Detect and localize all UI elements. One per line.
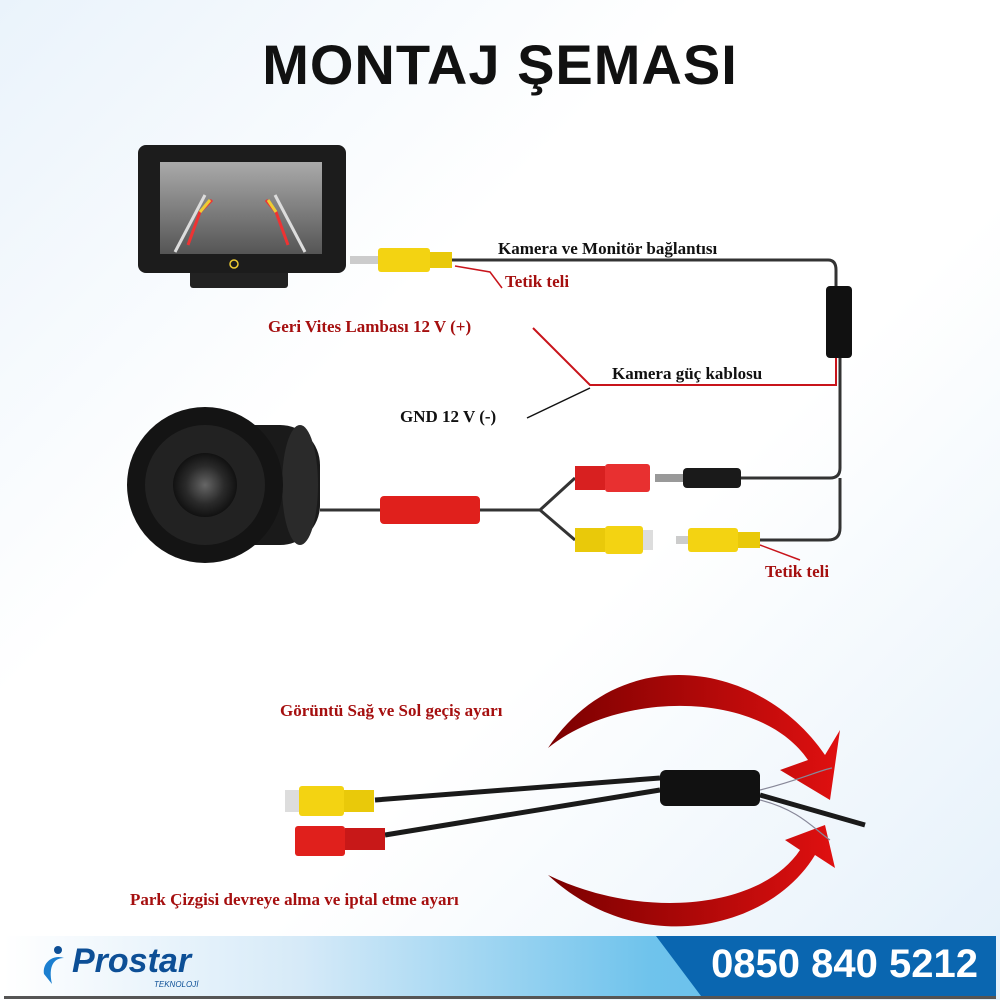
label-connection: Kamera ve Monitör bağlantısı	[498, 239, 718, 258]
label-mirror-setting: Görüntü Sağ ve Sol geçiş ayarı	[280, 701, 503, 720]
red-arrow-bottom	[548, 825, 835, 927]
label-reverse-light: Geri Vites Lambası 12 V (+)	[268, 317, 471, 336]
female-rca-connector	[575, 526, 653, 554]
label-trigger-bottom: Tetik teli	[765, 562, 829, 581]
bottom-yellow-rca	[285, 786, 374, 816]
monitor-rca-plug	[350, 248, 452, 272]
bottom-cable-module	[660, 770, 760, 806]
footer-banner: Prostar TEKNOLOJİ 0850 840 5212	[4, 936, 996, 999]
label-gnd: GND 12 V (-)	[400, 407, 496, 426]
label-parking-lines-setting: Park Çizgisi devreye alma ve iptal etme …	[130, 890, 459, 909]
dc-power-plug	[655, 468, 741, 488]
bottom-red-connector	[295, 826, 385, 856]
label-power-cable: Kamera güç kablosu	[612, 364, 762, 383]
phone-panel: 0850 840 5212	[656, 936, 996, 996]
page-title: MONTAJ ŞEMASI	[262, 33, 738, 96]
phone-number[interactable]: 0850 840 5212	[711, 942, 978, 986]
camera-rca-plug	[676, 528, 760, 552]
prostar-logo-icon	[43, 946, 64, 984]
brand-subtitle: TEKNOLOJİ	[154, 980, 199, 989]
red-arrow-top	[548, 675, 840, 800]
label-trigger-top: Tetik teli	[505, 272, 569, 291]
camera-cable-module	[380, 496, 480, 524]
female-dc-connector	[575, 464, 650, 492]
brand-name: Prostar	[72, 942, 192, 980]
cable-junction-box	[826, 286, 852, 358]
rear-camera	[127, 407, 320, 563]
monitor	[138, 145, 346, 288]
